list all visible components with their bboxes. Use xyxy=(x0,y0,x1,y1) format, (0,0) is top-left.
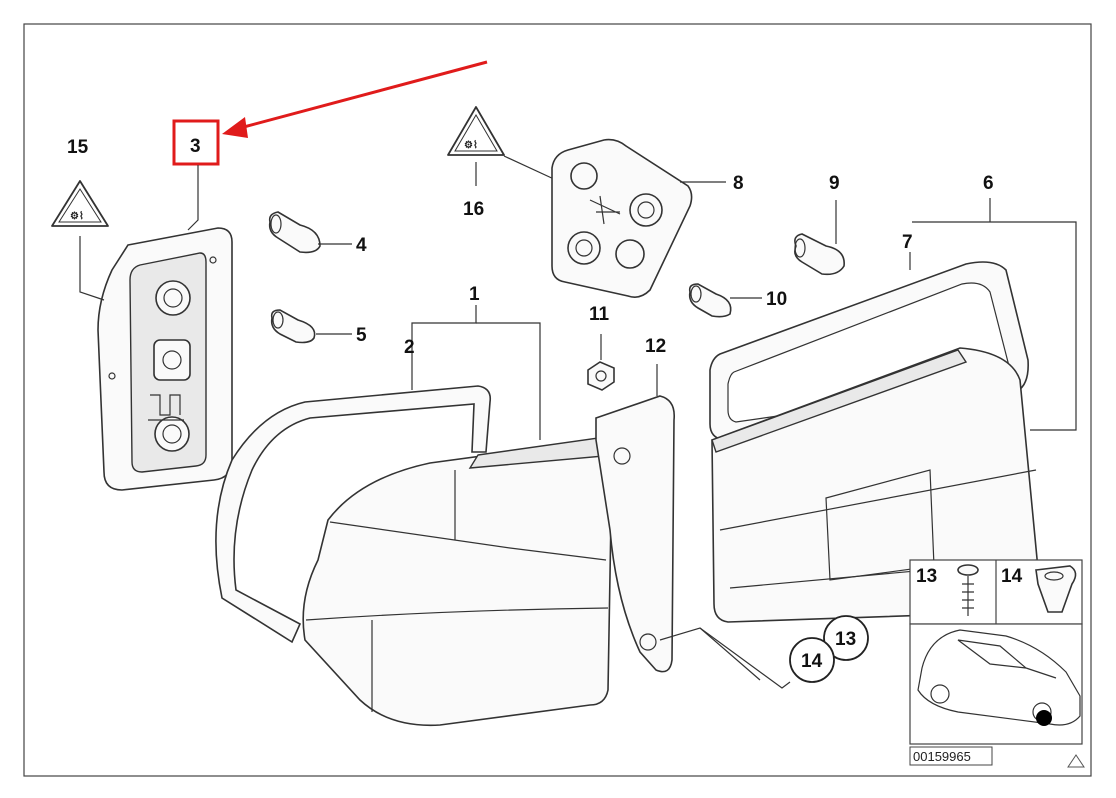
part-labels: 15 3 4 5 16 8 9 6 7 10 1 11 2 12 13 14 1… xyxy=(67,136,1023,764)
nut-part-11 xyxy=(587,334,615,391)
warning-triangle-icon-15: ⚙⌇ xyxy=(51,180,109,227)
label-9: 9 xyxy=(829,173,840,194)
screw-icon xyxy=(957,564,979,616)
bulb-part-5 xyxy=(270,309,352,344)
warning-triangle-icon-16: ⚙⌇ xyxy=(447,106,557,186)
drawing-number: 00159965 xyxy=(913,749,971,764)
callout-circle-14 xyxy=(789,637,835,683)
label-1: 1 xyxy=(469,284,480,305)
car-location-icon xyxy=(917,629,1081,726)
bulb-part-10 xyxy=(688,283,762,318)
bracket-part-12 xyxy=(595,364,676,673)
tail-light-outer-part-1 xyxy=(302,437,614,727)
label-16: 16 xyxy=(463,199,484,220)
bulb-part-9 xyxy=(794,200,845,276)
label-12: 12 xyxy=(645,336,666,357)
label-10: 10 xyxy=(766,289,787,310)
inset-label-13: 13 xyxy=(916,566,937,587)
bulb-holder-part-8 xyxy=(551,138,726,298)
callout-label-13: 13 xyxy=(835,629,856,650)
svg-text:⚙⌇: ⚙⌇ xyxy=(70,210,84,222)
highlight-box xyxy=(172,119,220,166)
gasket-part-2 xyxy=(215,385,492,644)
red-arrow-icon xyxy=(222,60,488,138)
label-2: 2 xyxy=(404,337,415,358)
corner-triangle-icon xyxy=(1067,754,1085,768)
trunk-light-part-6 xyxy=(711,347,1041,623)
bulb-carrier-part-3 xyxy=(97,227,233,491)
label-6: 6 xyxy=(983,173,994,194)
drawing-number-box xyxy=(909,746,993,766)
callout-circle-13 xyxy=(823,615,869,661)
label-8: 8 xyxy=(733,173,744,194)
label-4: 4 xyxy=(356,235,367,256)
label-3: 3 xyxy=(190,136,201,157)
svg-text:⚙⌇: ⚙⌇ xyxy=(464,139,478,151)
label-7: 7 xyxy=(902,232,913,253)
label-5: 5 xyxy=(356,325,367,346)
inset-label-14: 14 xyxy=(1001,566,1023,587)
bulb-part-4 xyxy=(268,211,352,254)
inset-panel xyxy=(909,559,1085,768)
label-15: 15 xyxy=(67,137,89,158)
callout-label-14: 14 xyxy=(801,651,823,672)
label-11: 11 xyxy=(589,304,610,325)
clip-nut-icon xyxy=(1035,565,1077,613)
